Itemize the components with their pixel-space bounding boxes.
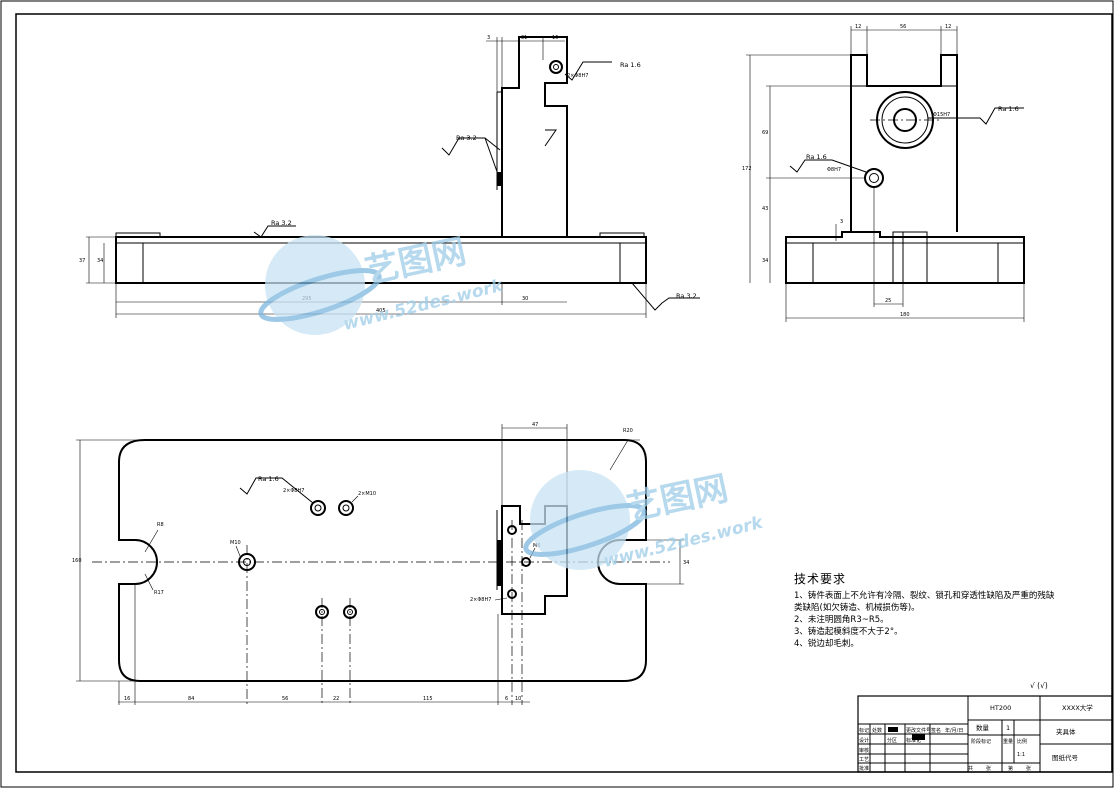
scale: 1:1 xyxy=(1017,752,1025,758)
watermark-brand: 艺图网 xyxy=(624,468,732,528)
roughness-label: Ra 3.2 xyxy=(456,134,477,142)
sheet-word: 张 xyxy=(1026,765,1031,772)
requirement-line: 类缺陷(如欠铸造、机械损伤等)。 xyxy=(794,603,920,613)
requirement-line: 4、锐边却毛刺。 xyxy=(794,639,859,649)
drawing-frame xyxy=(15,13,1113,773)
dim-text: 3 xyxy=(487,35,490,41)
hole-note: Φ15H7 xyxy=(933,112,950,118)
dim-text: 37 xyxy=(79,258,85,264)
dim-text: 69 xyxy=(762,130,768,136)
sheets-label: 张 xyxy=(986,765,991,772)
dim-text: 180 xyxy=(900,312,910,318)
dim-text: 43 xyxy=(762,206,768,212)
row-label: 工艺 xyxy=(859,757,869,763)
dim-text: R8 xyxy=(157,522,164,528)
part-name: 夹具体 xyxy=(1056,727,1076,736)
stage-label: 阶段标记 xyxy=(971,738,991,745)
top-dimensions: 47 R20 R8 R17 M10 M6 34 160 16 84 5 xyxy=(72,422,689,705)
dim-text: 16 xyxy=(552,35,558,41)
dim-text: 12 xyxy=(945,24,951,30)
roughness-label: Ra 1.6 xyxy=(620,61,641,69)
material: HT200 xyxy=(990,704,1011,712)
dim-text: 16 xyxy=(124,696,130,702)
qty-label: 数量 xyxy=(976,723,990,732)
dim-text: 160 xyxy=(72,558,82,564)
drawing-number: 图纸代号 xyxy=(1052,753,1079,762)
dim-text: 47 xyxy=(532,422,538,428)
scale-label: 比例 xyxy=(1017,738,1027,745)
row-label: 设计 xyxy=(859,737,869,744)
roughness-label: Ra 1.6 xyxy=(806,153,827,161)
row-label: 审核 xyxy=(859,747,869,754)
front-view: 3 31 16 37 34 295 30 405 Ra 1.6 2×Φ8H7 R… xyxy=(79,35,700,318)
roughness-label: Ra 3.2 xyxy=(676,292,697,300)
dim-text: 12 xyxy=(855,24,861,30)
technical-requirements: 技术要求 1、铸件表面上不允许有冷隔、裂纹、锁孔和穿透性缺陷及严重的残缺 类缺陷… xyxy=(794,570,1114,650)
dim-text: 3 xyxy=(840,219,843,225)
row-label: 年/月/日 xyxy=(945,727,963,734)
roughness-label: Ra 1.6 xyxy=(258,475,279,483)
requirements-title: 技术要求 xyxy=(794,572,847,586)
side-view: 12 56 12 172 69 43 3 34 25 180 R xyxy=(742,24,1025,322)
surface-finish-symbol: √ (√) xyxy=(1030,681,1048,690)
row-label: 标记 xyxy=(859,727,869,734)
dim-text: 34 xyxy=(683,560,689,566)
watermark-url: www.52des.work xyxy=(341,275,506,334)
dim-text: 405 xyxy=(376,308,386,314)
dim-text: 34 xyxy=(762,258,768,264)
dim-text: 25 xyxy=(885,298,891,304)
row-label: 分区 xyxy=(887,737,897,744)
side-roughness: Ra 1.6 Φ15H7 Ra 1.6 Φ8H7 xyxy=(789,105,1024,173)
hole-note: 2×Φ8H7 xyxy=(567,73,588,79)
dim-text: 84 xyxy=(188,696,194,702)
requirement-line: 2、未注明圆角R3~R5。 xyxy=(794,615,889,625)
dim-text: R17 xyxy=(154,590,164,596)
hole-note: 2×Φ8H7 xyxy=(470,597,491,603)
dim-text: M6 xyxy=(533,543,541,549)
dim-text: 56 xyxy=(900,24,906,30)
dim-text: 30 xyxy=(522,296,528,302)
dim-text: 6 xyxy=(505,696,508,702)
title-block: HT200 XXXX大学 夹具体 图纸代号 数量 1 比例 1:1 重量 阶段标… xyxy=(857,695,1113,773)
dim-text: 31 xyxy=(521,35,527,41)
side-dimensions: 12 56 12 172 69 43 3 34 25 180 xyxy=(742,24,1025,322)
row-label: 处数 xyxy=(872,727,882,734)
watermark-1: 艺图网 www.52des.work xyxy=(258,231,506,335)
roughness-label: Ra 3.2 xyxy=(271,219,292,227)
hole-note: 2×Φ8H7 xyxy=(283,488,304,494)
dim-text: 22 xyxy=(333,696,339,702)
dim-text: 56 xyxy=(282,696,288,702)
dim-text: 10 xyxy=(515,696,521,702)
requirement-line: 3、铸造起模斜度不大于2°。 xyxy=(794,627,903,637)
hole-note: 2×M10 xyxy=(358,491,376,497)
top-roughness: Ra 1.6 2×Φ8H7 2×M10 2×Φ8H7 xyxy=(239,475,508,603)
dim-text: R20 xyxy=(623,428,633,434)
dim-text: 172 xyxy=(742,166,752,172)
hole-note: Φ8H7 xyxy=(827,167,841,173)
dim-text: M10 xyxy=(230,540,241,546)
requirement-line: 1、铸件表面上不允许有冷隔、裂纹、锁孔和穿透性缺陷及严重的残缺 xyxy=(794,591,1055,601)
row-label: 批准 xyxy=(859,765,869,772)
row-label: 标准化 xyxy=(906,737,921,744)
school: XXXX大学 xyxy=(1062,703,1093,712)
dim-text: 115 xyxy=(423,696,433,702)
watermark-2: 艺图网 www.52des.work xyxy=(523,468,766,572)
total-label: 共 xyxy=(968,765,973,772)
front-roughness: Ra 1.6 2×Φ8H7 Ra 3.2 Ra 3.2 Ra 3.2 xyxy=(253,61,700,311)
roughness-label: Ra 1.6 xyxy=(998,105,1019,113)
weight-label: 重量 xyxy=(1003,738,1013,745)
qty: 1 xyxy=(1006,724,1010,732)
sheet-label: 第 xyxy=(1008,765,1013,772)
dim-text: 34 xyxy=(97,258,103,264)
row-label: 签名 xyxy=(931,727,941,734)
row-label: 更改文件号 xyxy=(906,727,931,734)
